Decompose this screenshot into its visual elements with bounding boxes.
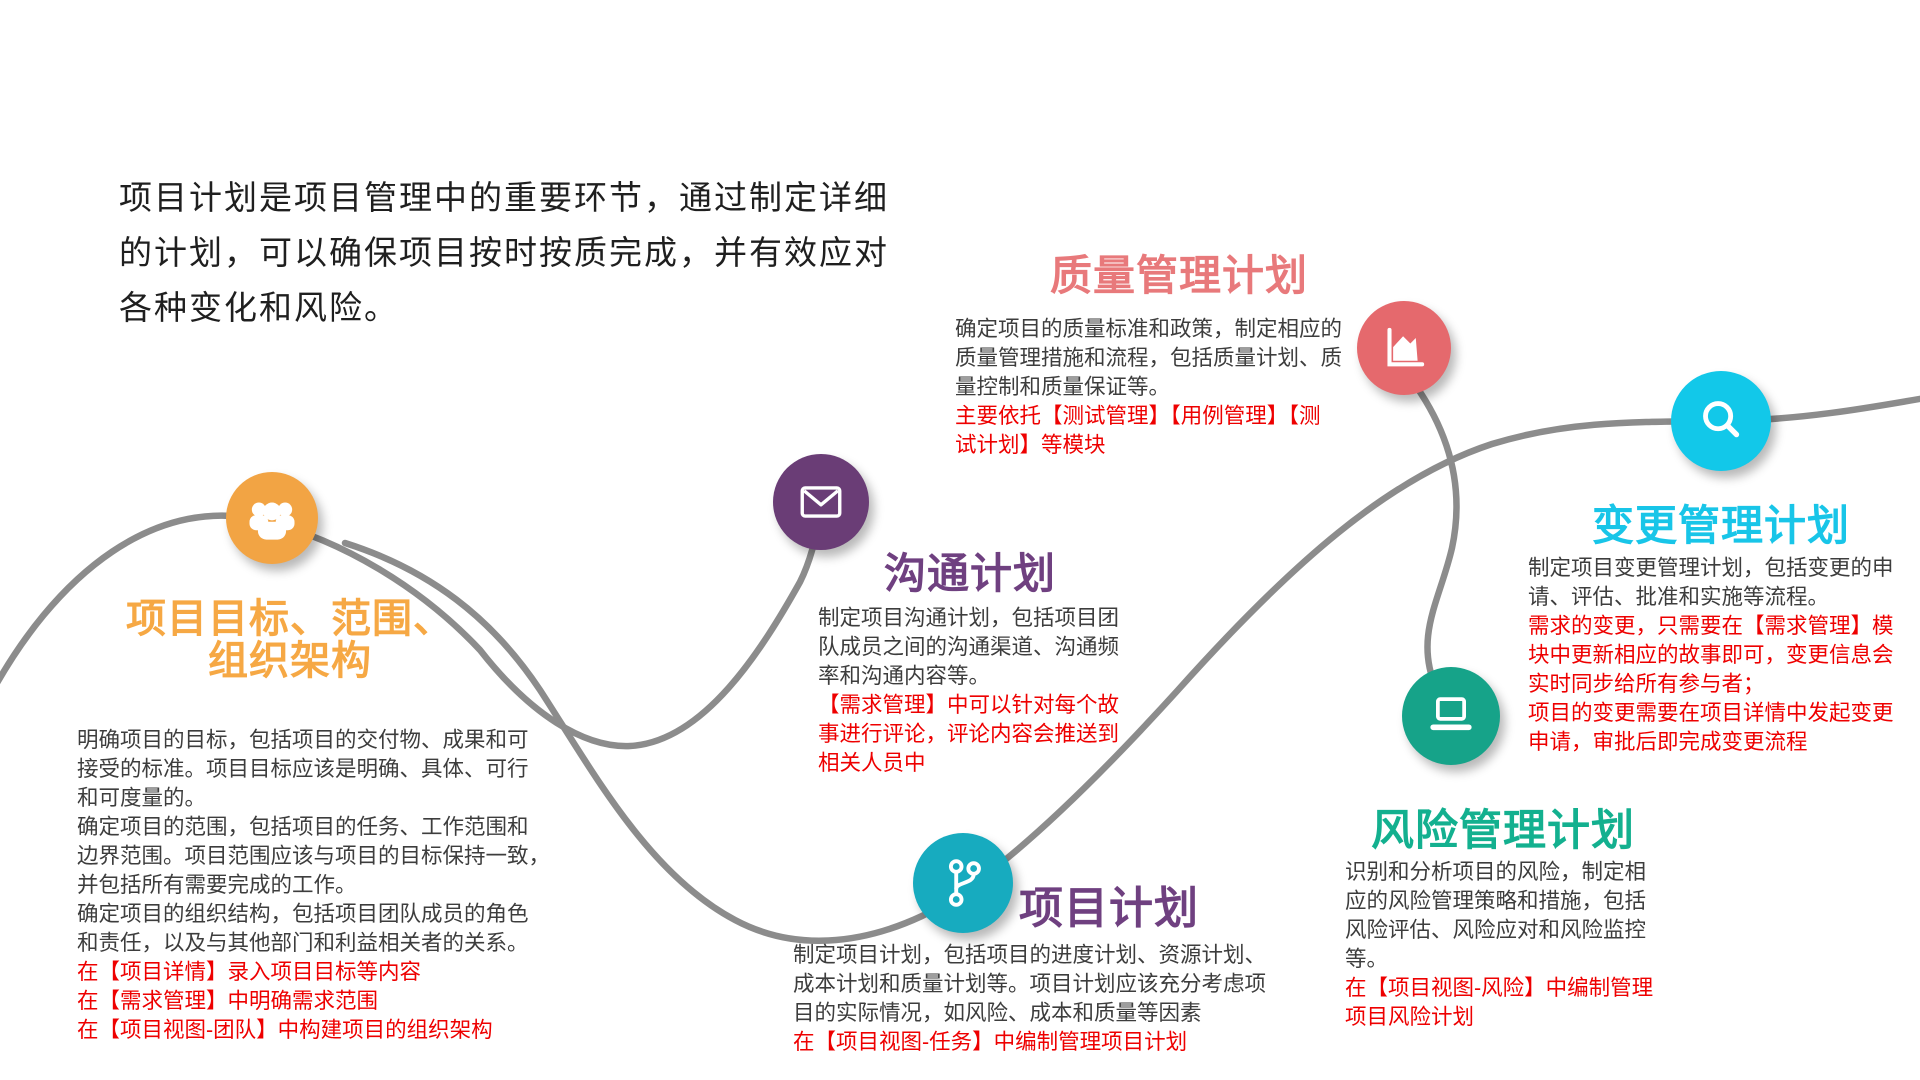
change-title: 变更管理计划 bbox=[1592, 502, 1851, 549]
quality-notes: 主要依托【测试管理】【用例管理】【测 试计划】等模块 bbox=[955, 404, 1321, 457]
intro-text: 项目计划是项目管理中的重要环节，通过制定详细 的计划，可以确保项目按时按质完成，… bbox=[119, 179, 889, 326]
change-body: 制定项目变更管理计划，包括变更的申 请、评估、批准和实施等流程。 bbox=[1528, 556, 1894, 609]
wave-strand-lower bbox=[341, 395, 1920, 944]
project-plan-title: 项目计划 bbox=[1019, 884, 1199, 933]
change-node bbox=[1671, 371, 1771, 471]
wave-strand-upper bbox=[0, 504, 825, 750]
goals-title: 项目目标、范围、 组织架构 bbox=[126, 597, 454, 683]
project-plan-node bbox=[913, 833, 1013, 933]
laptop-icon bbox=[1421, 686, 1481, 746]
wave-connector-chart-laptop bbox=[1412, 382, 1460, 692]
communication-title: 沟通计划 bbox=[884, 550, 1057, 597]
goals-body: 明确项目的目标，包括项目的交付物、成果和可 接受的标准。项目目标应该是明确、具体… bbox=[77, 728, 551, 955]
area-chart-icon bbox=[1375, 319, 1433, 377]
risk-title: 风险管理计划 bbox=[1371, 807, 1635, 855]
envelope-icon bbox=[791, 472, 851, 532]
goals-notes: 在【项目详情】录入项目目标等内容 在【需求管理】中明确需求范围 在【项目视图-团… bbox=[77, 960, 493, 1042]
quality-node bbox=[1357, 301, 1451, 395]
quality-title: 质量管理计划 bbox=[1050, 252, 1309, 299]
change-notes: 需求的变更，只需要在【需求管理】模 块中更新相应的故事即可，变更信息会 实时同步… bbox=[1528, 614, 1894, 754]
quality-body: 确定项目的质量标准和政策，制定相应的 质量管理措施和流程，包括质量计划、质 量控… bbox=[955, 317, 1343, 399]
communication-notes: 【需求管理】中可以针对每个故 事进行评论，评论内容会推送到 相关人员中 bbox=[818, 693, 1120, 775]
project-plan-body: 制定项目计划，包括项目的进度计划、资源计划、 成本计划和质量计划等。项目计划应该… bbox=[793, 943, 1267, 1025]
risk-node bbox=[1402, 667, 1500, 765]
people-icon bbox=[242, 488, 302, 548]
git-branch-icon bbox=[932, 852, 994, 914]
risk-body: 识别和分析项目的风险，制定相 应的风险管理策略和措施，包括 风险评估、风险应对和… bbox=[1345, 860, 1647, 971]
project-plan-notes: 在【项目视图-任务】中编制管理项目计划 bbox=[793, 1030, 1188, 1054]
search-icon bbox=[1690, 390, 1752, 452]
goals-node bbox=[226, 472, 318, 564]
communication-body: 制定项目沟通计划，包括项目团 队成员之间的沟通渠道、沟通频 率和沟通内容等。 bbox=[818, 606, 1120, 688]
communication-node bbox=[773, 454, 869, 550]
risk-notes: 在【项目视图-风险】中编制管理 项目风险计划 bbox=[1345, 976, 1654, 1029]
